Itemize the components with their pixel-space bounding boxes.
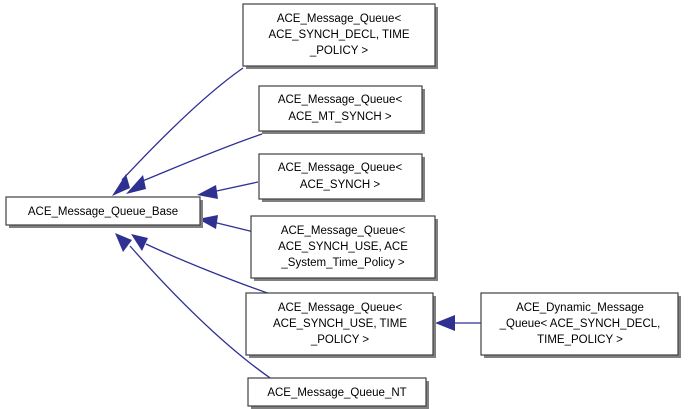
edge-line (145, 243, 277, 297)
node-label-line: ACE_SYNCH_USE, TIME (273, 318, 407, 330)
node-label-line: _POLICY > (310, 334, 370, 346)
node-ace-message-queue-synch-decl-time-policy[interactable]: ACE_Message_Queue< ACE_SYNCH_DECL, TIME … (242, 3, 438, 69)
node-label-line: ACE_SYNCH_DECL, TIME (268, 29, 409, 41)
edge-arrowhead (112, 174, 130, 196)
node-label-line: ACE_Message_Queue< (278, 94, 403, 106)
base-class-label: ACE_Message_Queue_Base (28, 206, 178, 218)
node-box[interactable] (480, 292, 679, 356)
node-label-line: ACE_MT_SYNCH > (288, 111, 391, 123)
node-box[interactable] (258, 85, 423, 132)
edge-line (129, 245, 274, 381)
node-label-line: TIME_POLICY > (537, 334, 623, 346)
node-label-line: ACE_SYNCH_USE, ACE (278, 241, 408, 253)
node-label-line: ACE_Message_Queue< (278, 162, 403, 174)
edge-synch-to-base (197, 181, 259, 199)
node-box[interactable] (242, 3, 436, 67)
node-label-line: ACE_Message_Queue< (278, 302, 403, 314)
edge-arrowhead (197, 185, 218, 199)
edge-arrowhead (131, 234, 148, 251)
edge-synch-decl-time-policy-to-base (112, 67, 244, 196)
node-box[interactable] (5, 196, 201, 226)
node-box[interactable] (258, 153, 423, 200)
edge-arrowhead (435, 315, 455, 331)
node-label-line: ACE_SYNCH > (300, 179, 380, 191)
node-label-line: ACE_Dynamic_Message (516, 302, 644, 314)
node-label-line: _Queue< ACE_SYNCH_DECL, (499, 318, 661, 330)
edge-line (212, 221, 255, 233)
edge-line (139, 133, 263, 183)
edge-synch-use-time-policy-to-base (131, 234, 277, 297)
node-ace-message-queue-nt[interactable]: ACE_Message_Queue_NT (247, 377, 429, 409)
node-label-line: _System_Time_Policy > (280, 257, 405, 269)
node-box[interactable] (250, 215, 436, 279)
edge-arrowhead (126, 175, 146, 194)
node-ace-message-queue-mt-synch[interactable]: ACE_Message_Queue< ACE_MT_SYNCH > (258, 85, 425, 134)
edge-message-queue-nt-to-base (115, 233, 274, 381)
edge-mt-synch-to-base (126, 133, 263, 194)
edge-line (211, 181, 259, 193)
node-box[interactable] (247, 377, 427, 407)
node-ace-message-queue-synch-use-system-time-policy[interactable]: ACE_Message_Queue< ACE_SYNCH_USE, ACE _S… (250, 215, 438, 281)
node-ace-message-queue-synch-use-time-policy[interactable]: ACE_Message_Queue< ACE_SYNCH_USE, TIME _… (245, 292, 436, 358)
edge-synch-use-system-time-policy-to-base (198, 215, 255, 233)
edge-group (112, 67, 481, 381)
edge-dynamic-message-queue-to-synch-use-time-policy (435, 315, 481, 331)
node-ace-dynamic-message-queue-synch-decl-time-policy[interactable]: ACE_Dynamic_Message _Queue< ACE_SYNCH_DE… (480, 292, 681, 358)
node-label-line: _POLICY > (309, 45, 369, 57)
node-label-line: ACE_Message_Queue< (281, 225, 406, 237)
edge-arrowhead (115, 233, 132, 252)
node-label-line: ACE_Message_Queue_NT (267, 387, 406, 399)
node-label-line: ACE_Message_Queue< (277, 13, 402, 25)
node-ace-message-queue-synch[interactable]: ACE_Message_Queue< ACE_SYNCH > (258, 153, 425, 202)
node-box[interactable] (245, 292, 434, 356)
node-ace-message-queue-base[interactable]: ACE_Message_Queue_Base (5, 196, 203, 228)
edge-line (121, 67, 244, 181)
